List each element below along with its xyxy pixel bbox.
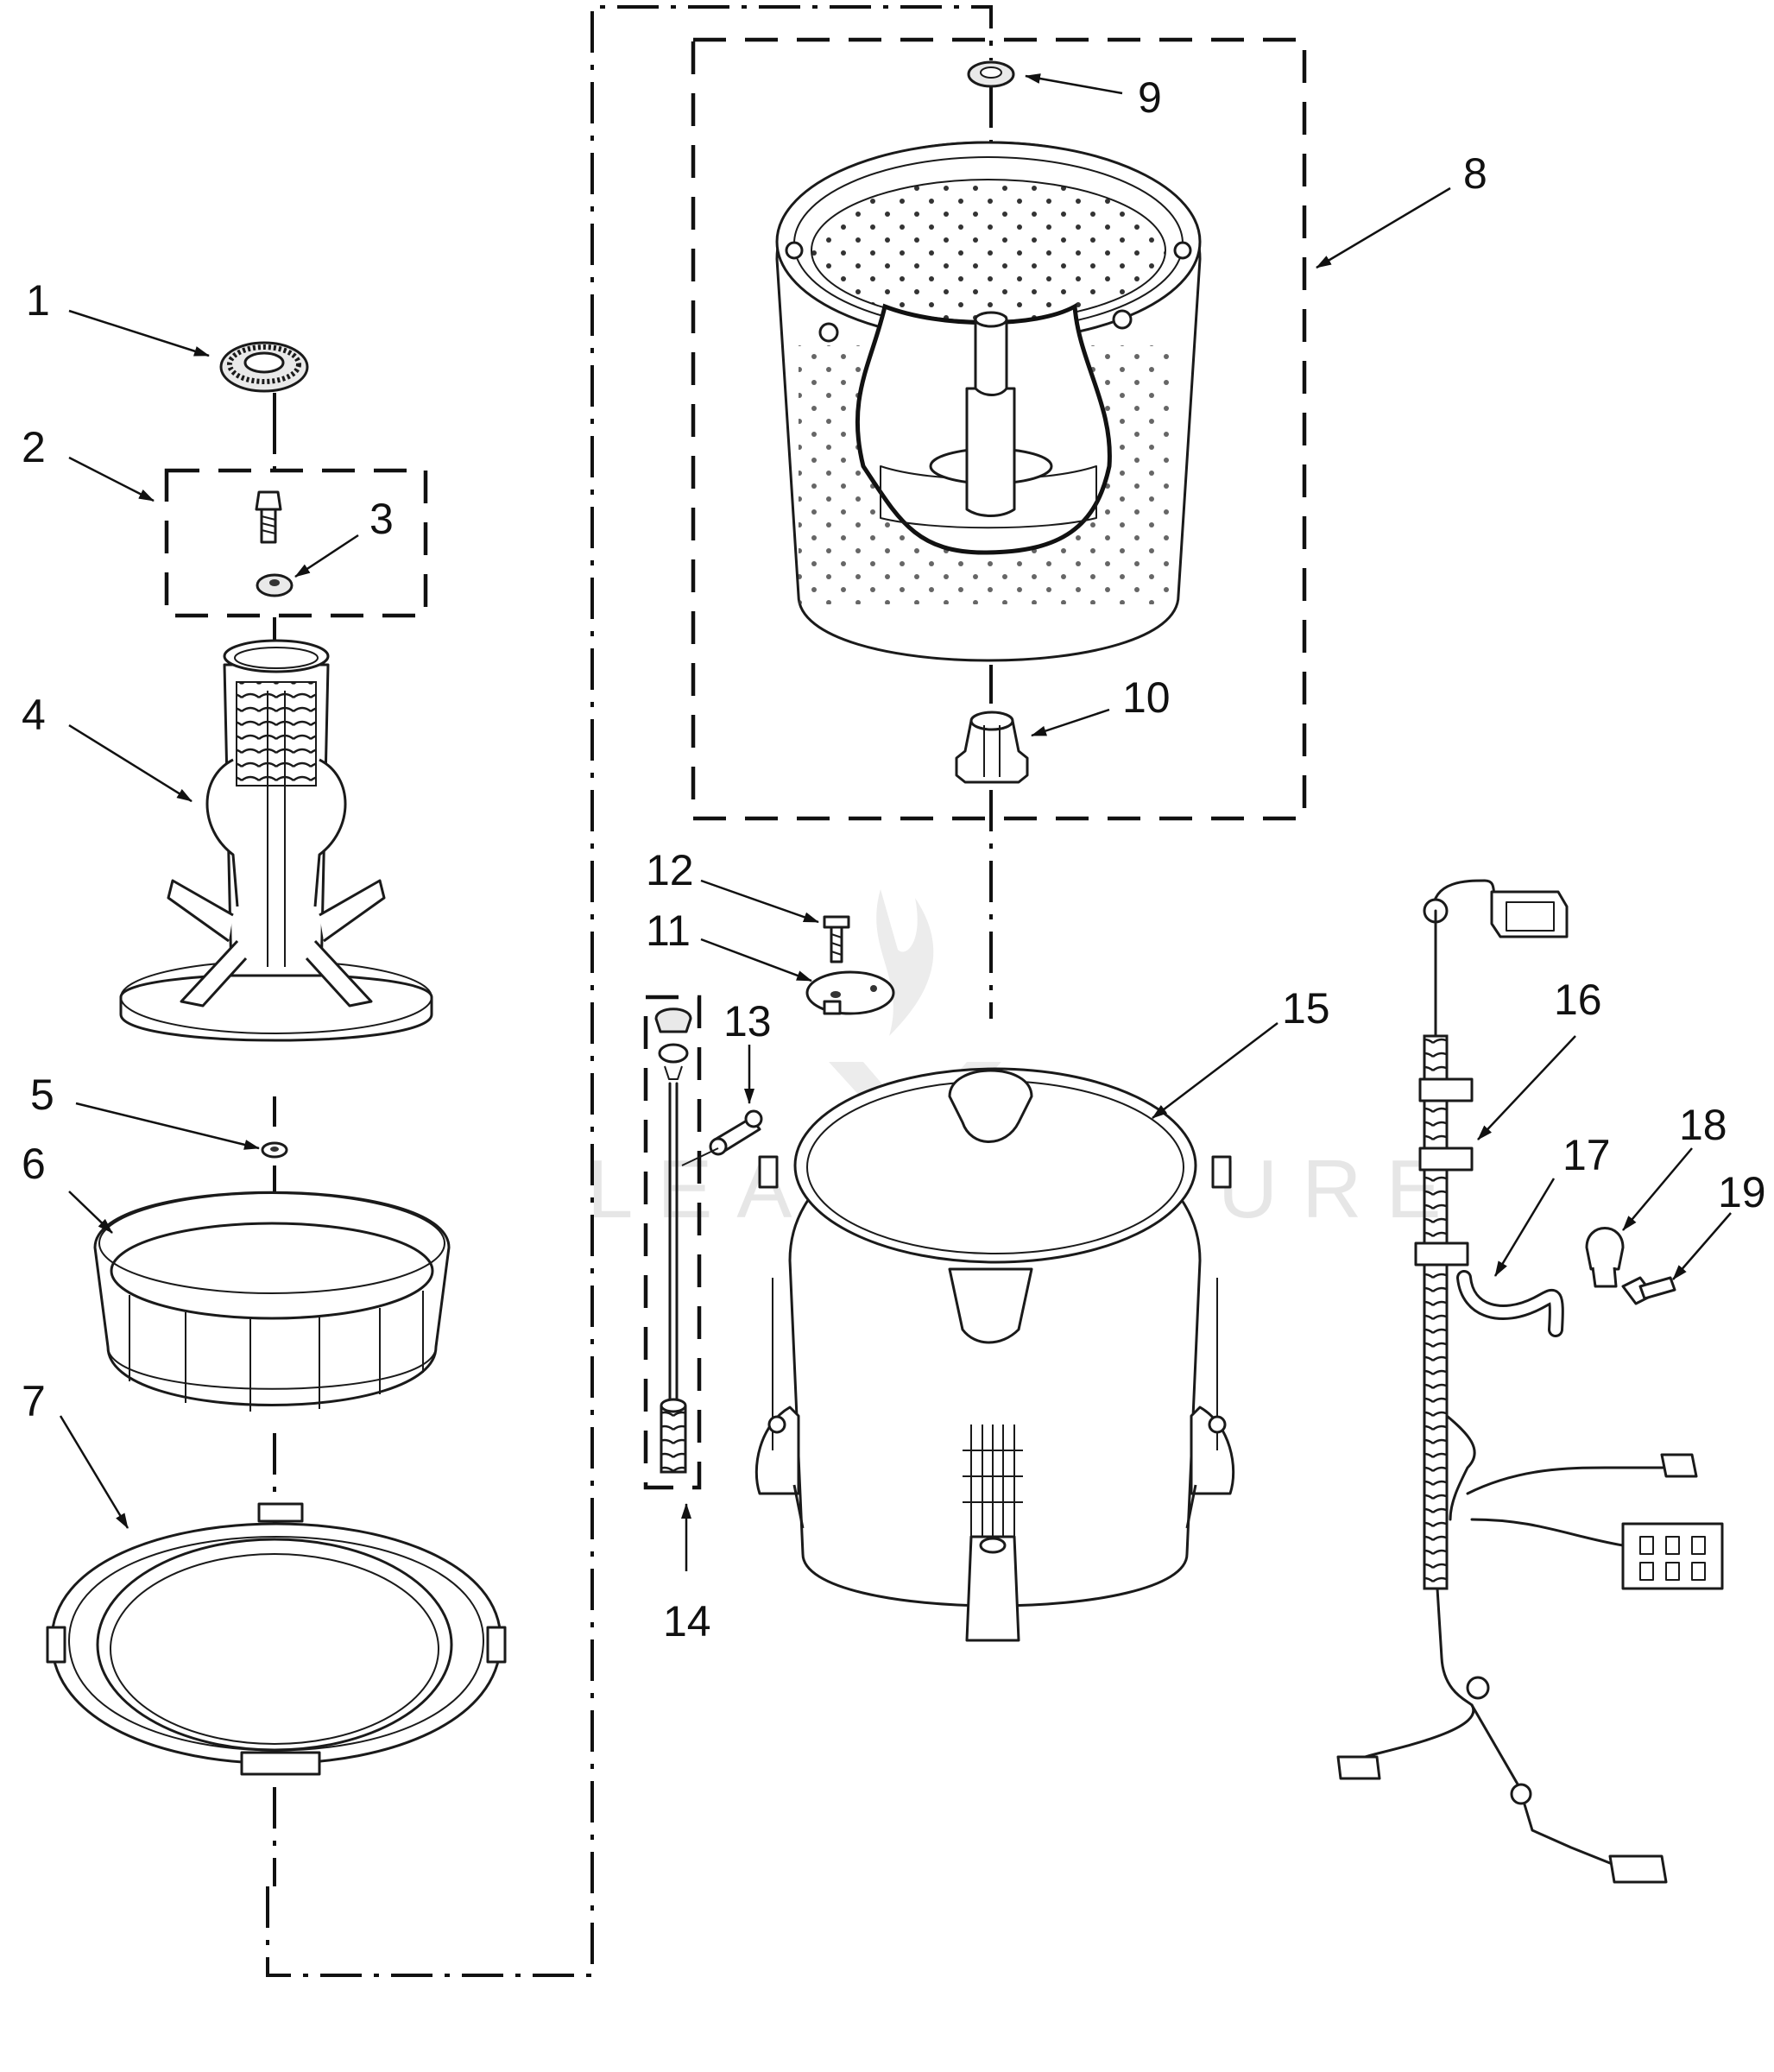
- part-clip-screw: [1621, 1276, 1676, 1305]
- callout-14: 14: [663, 1597, 711, 1646]
- callout-10: 10: [1122, 673, 1171, 722]
- part-hose: [1456, 1270, 1564, 1337]
- part-suspension-rod: [654, 1008, 692, 1474]
- callout-12: 12: [646, 846, 694, 894]
- callout-19: 19: [1718, 1168, 1766, 1216]
- callout-leaders: [59, 73, 1732, 1571]
- part-clip: [1585, 1227, 1625, 1288]
- callout-7: 7: [22, 1377, 46, 1425]
- part-suspension-link: [681, 1109, 763, 1166]
- part-mounting-screw: [823, 915, 850, 963]
- callout-3: 3: [369, 495, 394, 543]
- callout-16: 16: [1554, 976, 1602, 1024]
- callout-9: 9: [1138, 73, 1162, 122]
- callout-4: 4: [22, 691, 46, 739]
- callout-13: 13: [723, 997, 772, 1045]
- part-wash-basket: [775, 141, 1202, 662]
- kit-box-14: [643, 995, 702, 1490]
- part-seal-washer: [261, 1141, 288, 1159]
- callout-15: 15: [1282, 984, 1330, 1033]
- part-support-plate: [805, 970, 895, 1015]
- part-basket-nut: [967, 60, 1015, 88]
- part-agitator-bolt: [255, 490, 282, 544]
- callout-17: 17: [1563, 1131, 1611, 1179]
- callout-5: 5: [30, 1071, 54, 1119]
- callout-11: 11: [646, 906, 691, 955]
- callout-6: 6: [22, 1140, 46, 1188]
- callout-2: 2: [22, 423, 46, 471]
- part-drive-bell: [955, 711, 1029, 784]
- part-agitator-washer: [256, 573, 294, 597]
- callout-1: 1: [26, 276, 50, 325]
- part-agitator-cap: [219, 341, 309, 413]
- part-balance-ring: [93, 1191, 451, 1412]
- part-tub-ring: [46, 1502, 507, 1776]
- part-agitator: [119, 639, 433, 1042]
- callout-8: 8: [1463, 149, 1487, 198]
- tub-ribs: [963, 1424, 1023, 1537]
- callout-18: 18: [1679, 1101, 1727, 1149]
- part-wire-harness: [1336, 879, 1724, 1884]
- kit-box-8: [691, 37, 1307, 821]
- callout-labels: 1 2 3 4 5 6 7 8 9 10 11 12 13 14 15 16 1…: [22, 73, 1766, 1646]
- part-outer-tub: [754, 1067, 1235, 1642]
- kit-box-2: [164, 468, 428, 618]
